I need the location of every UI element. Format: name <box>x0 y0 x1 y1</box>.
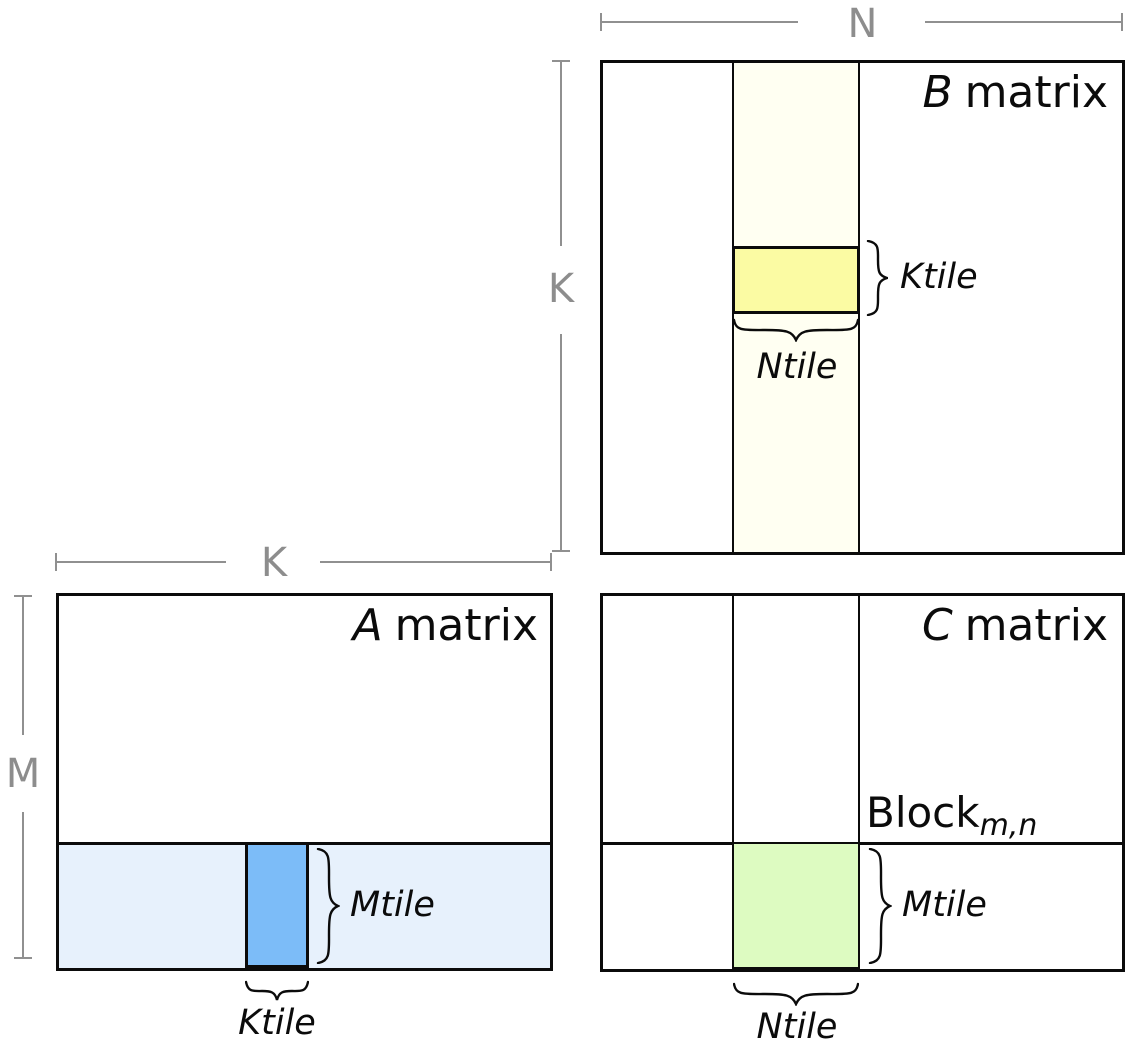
c-mtile-label: Mtile <box>902 885 987 925</box>
b-matrix-title-letter: B <box>922 67 953 118</box>
dim-k-b-label: K <box>547 266 575 312</box>
c-block-label-subscript: m,n <box>979 808 1038 843</box>
dim-m-line-top <box>22 597 24 735</box>
dim-n-label: N <box>847 1 878 47</box>
dim-k-a-tick-right <box>550 553 552 571</box>
dim-k-a-label: K <box>260 540 288 586</box>
c-block-label: Blockm,n <box>866 788 1037 842</box>
a-matrix-box <box>56 593 553 971</box>
b-ktile-ntile-tile <box>732 246 860 314</box>
b-ntile-brace <box>733 318 859 342</box>
b-matrix-box <box>600 60 1125 555</box>
a-ktile-label: Ktile <box>238 1003 316 1043</box>
dim-m-line-bottom <box>22 812 24 957</box>
b-ntile-label: Ntile <box>756 347 838 387</box>
dim-k-b-tick-bottom <box>552 550 570 552</box>
c-matrix-box <box>600 593 1125 972</box>
c-row-line <box>603 842 1122 845</box>
dim-k-b-tick-top <box>552 60 570 62</box>
a-mtile-ktile-tile <box>245 842 309 968</box>
c-column-line-left <box>732 596 734 969</box>
a-matrix-title-letter: A <box>352 600 383 651</box>
c-mtile-ntile-tile <box>732 842 860 969</box>
a-ktile-brace <box>245 980 309 1002</box>
c-block-label-base: Block <box>866 788 980 837</box>
dim-k-b-line-bottom <box>560 334 562 550</box>
b-matrix-title-word: matrix <box>964 67 1108 118</box>
b-ktile-label: Ktile <box>900 257 978 297</box>
dim-m-tick-bottom <box>14 957 32 959</box>
c-matrix-title-word: matrix <box>964 600 1108 651</box>
a-mtile-label: Mtile <box>350 885 435 925</box>
c-ntile-label: Ntile <box>756 1007 838 1047</box>
a-matrix-title-word: matrix <box>394 600 538 651</box>
dim-k-a-line-right <box>320 561 550 563</box>
a-mtile-brace <box>316 848 340 964</box>
dim-m-tick-top <box>14 595 32 597</box>
dim-k-a-line-left <box>57 561 226 563</box>
dim-n-line-left <box>602 21 798 23</box>
c-mtile-brace <box>868 848 892 964</box>
c-column-line-right <box>858 596 860 969</box>
dim-k-a-tick-left <box>55 553 57 571</box>
dim-m-label: M <box>5 751 41 797</box>
c-matrix-title-letter: C <box>921 600 953 651</box>
dim-n-line-right <box>925 21 1121 23</box>
dim-k-b-line-top <box>560 62 562 246</box>
dim-n-tick-right <box>1121 13 1123 31</box>
b-ktile-brace <box>866 240 888 316</box>
dim-n-tick-left <box>600 13 602 31</box>
c-ntile-brace <box>733 982 859 1006</box>
